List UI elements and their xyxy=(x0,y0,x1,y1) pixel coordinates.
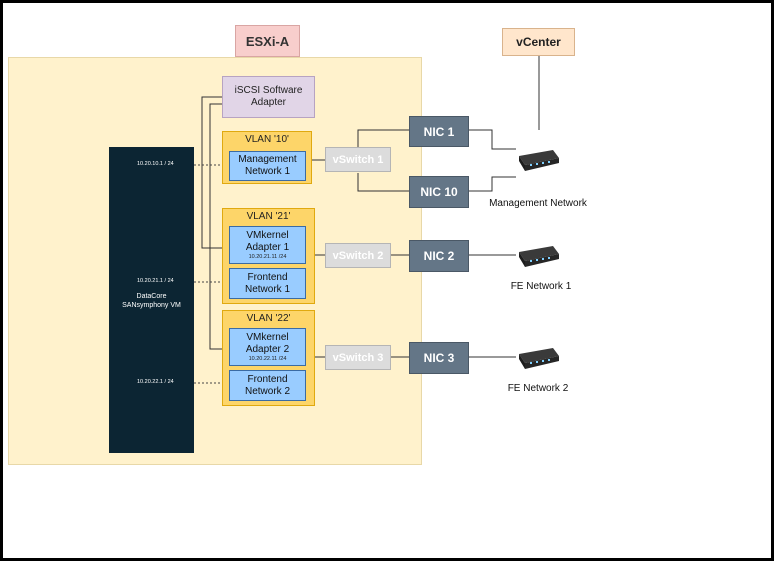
nic-2: NIC 2 xyxy=(409,240,469,272)
vswitch1-to-nic1-line xyxy=(357,129,409,147)
datacore-ip-mgmt: 10.20.10.1 / 24 xyxy=(137,161,174,167)
datacore-ip-fe2: 10.20.22.1 / 24 xyxy=(137,379,174,385)
vlan-10-group: VLAN '10' Management Network 1 xyxy=(222,131,312,184)
vmkernel-adapter-2-ip: 10.20.22.11 /24 xyxy=(248,355,287,362)
frontend-network-2: Frontend Network 2 xyxy=(229,370,306,401)
switch-icon-fe2 xyxy=(519,348,559,369)
iscsi-to-vmk2-line xyxy=(209,103,228,350)
management-network-1: Management Network 1 xyxy=(229,151,306,181)
iscsi-to-vmk1-line xyxy=(201,96,228,249)
vcenter-node: vCenter xyxy=(502,28,575,56)
fe-network-2-label: FE Network 2 xyxy=(507,383,569,394)
management-network-label: Management Network xyxy=(489,198,587,209)
vmkernel-adapter-2-line2: Adapter 2 xyxy=(245,343,290,355)
iscsi-label-line2: Adapter xyxy=(250,97,287,108)
vmkernel-adapter-1-ip: 10.20.21.11 /24 xyxy=(248,253,287,260)
esxi-host-title: ESXi-A xyxy=(235,25,300,57)
datacore-ip-fe1: 10.20.21.1 / 24 xyxy=(137,278,174,284)
fe-network-1-label: FE Network 1 xyxy=(510,281,572,292)
vlan-22-group: VLAN '22' VMkernel Adapter 2 10.20.22.11… xyxy=(222,310,315,406)
datacore-label: DataCore SANsymphony VM xyxy=(109,292,194,310)
management-network-1-line2: Network 1 xyxy=(244,166,290,177)
vswitch-1: vSwitch 1 xyxy=(325,147,391,172)
vswitch1-to-nic10-line xyxy=(357,173,409,192)
nic-1: NIC 1 xyxy=(409,116,469,147)
frontend-network-2-line1: Frontend xyxy=(247,373,288,385)
datacore-sansymphony-vm: 10.20.10.1 / 24 10.20.21.1 / 24 10.20.22… xyxy=(109,147,194,453)
switch-icon-mgmt xyxy=(519,150,559,171)
vlan-21-group: VLAN '21' VMkernel Adapter 1 10.20.21.11… xyxy=(222,208,315,304)
nic-3: NIC 3 xyxy=(409,342,469,374)
iscsi-software-adapter: iSCSI Software Adapter xyxy=(222,76,315,118)
vswitch-2: vSwitch 2 xyxy=(325,243,391,268)
nic1-to-mgmt-net-line xyxy=(469,129,516,150)
vmkernel-adapter-2: VMkernel Adapter 2 10.20.22.11 /24 xyxy=(229,328,306,366)
datacore-label-line2: SANsymphony VM xyxy=(122,302,181,309)
frontend-network-2-line2: Network 2 xyxy=(244,385,290,397)
vswitch-3: vSwitch 3 xyxy=(325,345,391,370)
frontend-network-1-line2: Network 1 xyxy=(244,283,290,295)
vlan-22-label: VLAN '22' xyxy=(246,313,291,324)
nic-10: NIC 10 xyxy=(409,176,469,208)
frontend-network-1-line1: Frontend xyxy=(247,271,288,283)
datacore-label-line1: DataCore xyxy=(136,293,167,300)
vmkernel-adapter-1: VMkernel Adapter 1 10.20.21.11 /24 xyxy=(229,226,306,264)
nic10-to-mgmt-net-line xyxy=(469,176,516,192)
vmkernel-adapter-2-line1: VMkernel xyxy=(246,331,289,343)
switch-icon-fe1 xyxy=(519,246,559,267)
vlan-10-label: VLAN '10' xyxy=(245,134,289,145)
frontend-network-1: Frontend Network 1 xyxy=(229,268,306,299)
vlan-21-label: VLAN '21' xyxy=(246,211,291,222)
iscsi-label-line1: iSCSI Software xyxy=(234,85,303,96)
vmkernel-adapter-1-line1: VMkernel xyxy=(246,229,289,241)
vmkernel-adapter-1-line2: Adapter 1 xyxy=(245,241,290,253)
management-network-1-line1: Management xyxy=(238,154,297,165)
